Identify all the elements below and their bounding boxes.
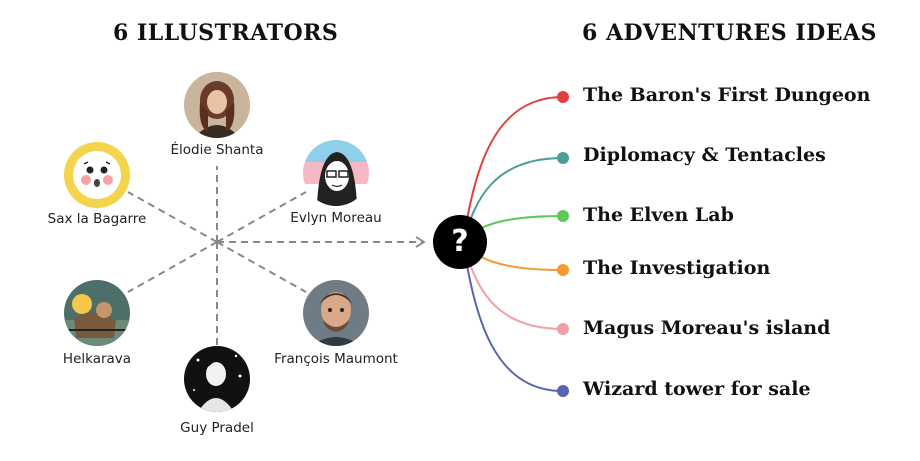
avatar-helkarava: [64, 280, 130, 346]
idea-diplomacy-tentacles: Diplomacy & Tentacles: [583, 144, 826, 166]
spoke-upper-left: [127, 191, 218, 243]
question-mark-node: ?: [433, 215, 487, 269]
branch-dot-3: [557, 264, 569, 276]
illustrator-name-elodie-shanta: Élodie Shanta: [170, 142, 264, 158]
avatar-evlyn-moreau: [303, 140, 369, 206]
branch-dot-4: [557, 323, 569, 335]
idea-magus-moreaus-island: Magus Moreau's island: [583, 317, 831, 339]
avatar-guy-pradel: [184, 346, 250, 412]
avatar-elodie-shanta: [184, 72, 250, 138]
idea-investigation: The Investigation: [583, 257, 771, 279]
illustrator-name-evlyn-moreau: Evlyn Moreau: [290, 210, 382, 226]
idea-barons-first-dungeon: The Baron's First Dungeon: [583, 84, 871, 106]
branch-dot-2: [557, 210, 569, 222]
avatar-sax-la-bagarre: [64, 142, 130, 208]
branch-dot-0: [557, 91, 569, 103]
avatar-francois-maumont: [303, 280, 369, 346]
branch-0: [462, 96, 564, 243]
illustrator-name-sax-la-bagarre: Sax la Bagarre: [47, 211, 147, 227]
illustrators-heading: 6 ILLUSTRATORS: [113, 20, 339, 46]
illustrator-name-guy-pradel: Guy Pradel: [180, 420, 254, 436]
idea-elven-lab: The Elven Lab: [583, 204, 734, 226]
spoke-upper-right: [216, 191, 307, 243]
branch-dot-1: [557, 152, 569, 164]
spoke-lower-left: [127, 241, 218, 293]
adventure-ideas-heading: 6 ADVENTURES IDEAS: [582, 20, 877, 46]
branch-dot-5: [557, 385, 569, 397]
spoke-lower-right: [216, 241, 307, 293]
illustrator-name-helkarava: Helkarava: [62, 351, 132, 367]
idea-wizard-tower-for-sale: Wizard tower for sale: [583, 378, 811, 400]
illustrator-name-francois-maumont: François Maumont: [274, 351, 398, 367]
branch-5: [462, 241, 564, 392]
